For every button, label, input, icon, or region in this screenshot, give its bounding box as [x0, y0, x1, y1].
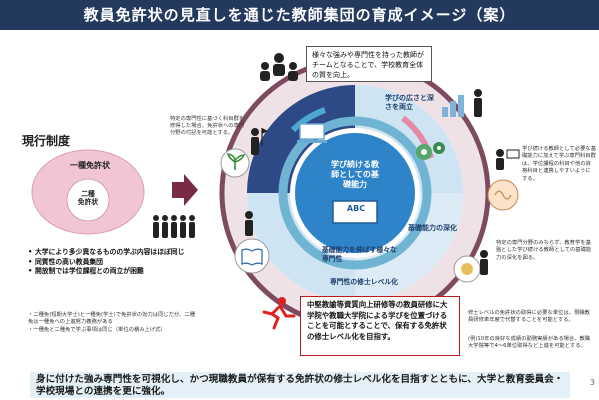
people-growth-icon	[442, 89, 482, 117]
chalkboard-icon	[332, 200, 378, 224]
teacher-icon	[496, 149, 520, 170]
center-circle	[295, 133, 415, 253]
ring-label-strength: 基礎能力を伸ばす様々な専門性	[322, 246, 397, 263]
book-icon	[234, 238, 270, 274]
license-inner-label: 二種 免許状	[77, 190, 99, 206]
top-left-note: 特定の専門性に基づく科目群を修得した場合、免許状への専門分野の付記を可能とする。	[170, 116, 245, 136]
page-title: 教員免許状の見直しを通じた教師集団の育成イメージ（案）	[0, 0, 599, 30]
right-note-1: 学び続ける教師として必要な基礎能力に加えて学ぶ専門科目群は、学位課程の科目や他の…	[522, 146, 596, 182]
transition-arrow	[172, 174, 198, 206]
summary-banner: 身に付けた強み専門性を可視化し、かつ現職教員が保有する免許状の修士レベル化を目指…	[30, 372, 570, 398]
laptop-people-icon	[297, 123, 327, 143]
right-note-2: 特定の専門分野のみならず、教育学を基盤とした学び続ける教師としての基礎能力の深化…	[496, 240, 592, 261]
bullet-item: 開放制では学位課程との両立が困難	[28, 267, 196, 277]
top-callout: 様々な強みや専門性を持った教師がチームとなることで、学校教育全体の質を向上。	[306, 46, 432, 82]
teal-ring	[278, 116, 432, 270]
person-with-flag-icon	[251, 128, 268, 155]
current-system-bullets: 大学により多少異なるものの学ぶ内容はほぼ同じ 同質性の高い教員集団 開放制では学…	[28, 248, 196, 277]
teacher-icon	[245, 211, 253, 236]
current-system-notes: ・二種免(短期大学士)と一種免(学士)で免許状の効力は同じだが、二種免は一種免へ…	[28, 312, 198, 334]
right-note-3: 修士レベルの免許状の取得に必要な単位は、現職教員研修単年度で代替することを可能と…	[468, 310, 590, 324]
bullet-item: 大学により多少異なるものの学ぶ内容はほぼ同じ	[28, 248, 196, 258]
note-item: ・一種免と二種免で学ぶ事項は同じ（単位の積み上げ式）	[28, 326, 166, 333]
center-text: 学び続ける教師としての基礎能力	[331, 160, 379, 189]
growth-hands-icon	[220, 148, 250, 178]
bottom-callout: 中堅教諭等資質向上研修等の教員研修に大学院や教職大学院による学びを位置づけること…	[300, 296, 460, 356]
medal-icon	[453, 255, 481, 283]
group-of-teachers-icon	[153, 215, 195, 238]
license-diagram	[31, 149, 145, 235]
team-icon	[260, 53, 298, 81]
note-item: ・二種免(短期大学士)と一種免(学士)で免許状の効力は同じだが、二種免は一種免へ…	[28, 312, 196, 326]
page-number: 3	[589, 378, 595, 387]
gear-icon	[416, 142, 445, 160]
ring-label-breadth: 学びの広さと深さを両立	[385, 94, 434, 111]
running-person-icon	[262, 297, 296, 330]
current-system-heading: 現行制度	[22, 134, 71, 148]
ring-arrow-blue	[290, 107, 327, 133]
right-note-4: (例)10年の良好な成績の勤務実績がある場合、教職大学院等で4〜6単位取得など上…	[468, 336, 591, 350]
lightbulb-icon	[480, 250, 488, 275]
bullet-item: 同質性の高い教員集団	[28, 258, 196, 268]
chalkboard-text: ABC	[346, 204, 366, 213]
license-inner-circle	[66, 178, 110, 222]
ring-label-master: 専門性の修士レベル化	[330, 278, 398, 286]
brain-icon	[487, 179, 519, 211]
ring-label-deepen: 基礎能力の深化	[408, 224, 457, 232]
license-outer-label: 一種免許状	[70, 161, 110, 170]
